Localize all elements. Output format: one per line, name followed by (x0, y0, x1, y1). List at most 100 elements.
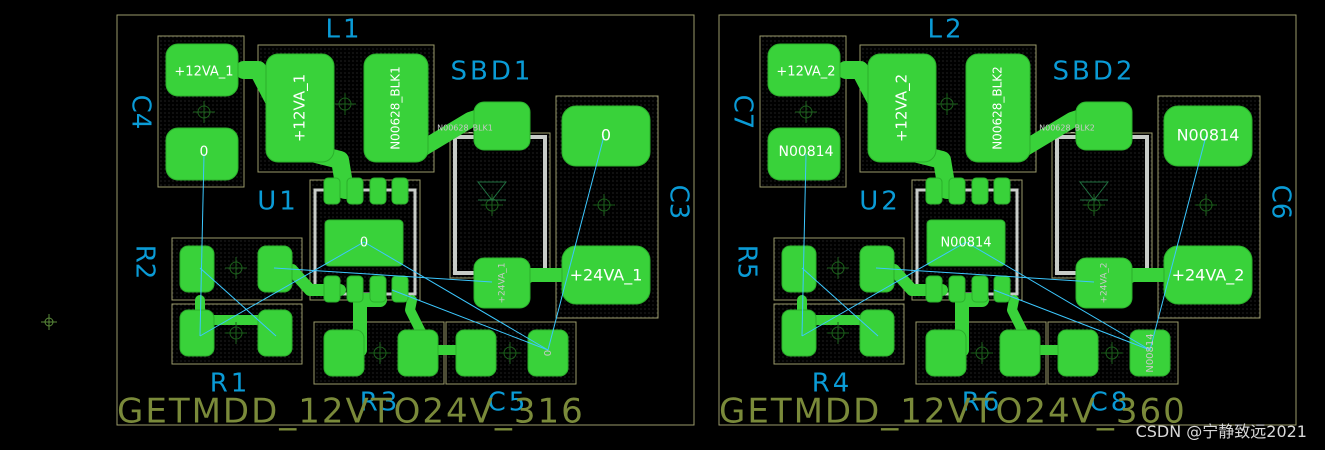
cap-right-center-cross (593, 194, 615, 216)
inductor-center-cross (334, 93, 356, 115)
ic-center-pad (926, 219, 1006, 267)
cap-bottom-cross (499, 342, 521, 364)
diode-center-cross (481, 194, 503, 216)
ic-pin-top-3 (971, 177, 989, 205)
res-bottom-pad-left (323, 329, 365, 377)
ic-pin-top-2 (346, 177, 364, 205)
res-lower-pad-right (859, 309, 895, 357)
diode-pad-top (473, 101, 531, 151)
ratsnest-r2-r1 (199, 267, 277, 337)
ratsnest-ic-c5 (363, 241, 549, 351)
ic-pin-bottom-2 (948, 275, 966, 303)
designator-inductor: L1 (325, 15, 362, 45)
ic-pin-bottom-4 (993, 275, 1011, 303)
designator-cap-bottom: C8 (1090, 388, 1131, 418)
net-label-diode-bottom: +24VA_1 (498, 263, 508, 304)
designator-cap-right: C6 (1266, 185, 1296, 220)
ic-pin-top-1 (323, 177, 341, 205)
cap-right-pad-top (1163, 105, 1253, 167)
ratsnest-c4-r1 (199, 153, 205, 337)
ratsnest-c4-r1 (801, 153, 807, 337)
designator-ic: U1 (257, 187, 299, 217)
diode-pad-bottom (473, 257, 531, 309)
designator-res-bottom: R6 (962, 388, 1003, 418)
res-lower-pad-right (257, 309, 293, 357)
cap-left-pad-bottom (165, 127, 239, 181)
designator-ic: U2 (859, 187, 901, 217)
designator-res-lower: R4 (812, 369, 853, 399)
ic-pin-top-1 (925, 177, 943, 205)
net-label-inductor-left: +12VA_2 (893, 74, 912, 142)
cap-right-pad-bottom (561, 245, 651, 305)
res-upper-cross (225, 257, 247, 279)
designator-inductor: L2 (927, 15, 964, 45)
inductor-pad-right (965, 53, 1031, 163)
watermark-text: CSDN @宁静致远2021 (1135, 422, 1307, 441)
res-lower-cross (827, 322, 849, 344)
diode-symbol (476, 181, 508, 201)
cap-right-pad-bottom (1163, 245, 1253, 305)
designator-diode: SBD1 (451, 57, 534, 87)
cap-left-pad-top (165, 43, 239, 97)
board-name-label: GETMDD_12VTO24V_316 (117, 392, 585, 432)
net-label-cap-left-top: +12VA_1 (174, 65, 233, 80)
inductor-pad-left (265, 53, 335, 163)
cap-bottom-cross (1101, 342, 1123, 364)
net-label-cap-left-top: +12VA_2 (776, 65, 835, 80)
ic-pin-bottom-4 (391, 275, 409, 303)
res-lower-pad-left (781, 309, 817, 357)
board-name-label: GETMDD_12VTO24V_360 (719, 392, 1187, 432)
designator-cap-left: C7 (728, 95, 758, 130)
ic-pin-top-2 (948, 177, 966, 205)
ic-pin-bottom-2 (346, 275, 364, 303)
ratsnest-r2-r1 (801, 267, 879, 337)
ratsnest-ic-c5b (993, 289, 1151, 351)
cap-bottom-pad-right (1129, 329, 1171, 377)
cap-left-center-cross (795, 101, 817, 123)
diode-symbol (1078, 181, 1110, 201)
ic-pin-bottom-3 (971, 275, 989, 303)
board-outline (116, 14, 695, 426)
inductor-center-cross (936, 93, 958, 115)
res-bottom-cross (971, 342, 993, 364)
net-label-diode-top: N00628_BLK1 (437, 124, 493, 133)
res-bottom-pad-right (397, 329, 439, 377)
cap-bottom-pad-left (1057, 329, 1099, 377)
diode-center-cross (1083, 194, 1105, 216)
net-label-inductor-right: N00628_BLK2 (991, 66, 1005, 150)
cap-left-pad-bottom (767, 127, 841, 181)
designator-res-lower: R1 (210, 369, 251, 399)
ic-pin-bottom-1 (925, 275, 943, 303)
ratsnest-r1-ic (199, 241, 365, 337)
cap-left-pad-top (767, 43, 841, 97)
cap-right-pad-top (561, 105, 651, 167)
inductor-pad-right (363, 53, 429, 163)
ratsnest-ic-c5b (391, 289, 549, 351)
net-label-ic-center: N00814 (940, 236, 991, 251)
res-upper-pad-left (179, 245, 215, 293)
net-label-cap-right-bottom: +24VA_1 (570, 266, 643, 286)
net-label-inductor-left: +12VA_1 (291, 74, 310, 142)
net-label-cap-right-bottom: +24VA_2 (1172, 266, 1245, 286)
designator-res-bottom: R3 (360, 388, 401, 418)
ratsnest-r1-ic (801, 241, 967, 337)
net-label-cap-bottom-right: N00814 (1145, 333, 1156, 372)
designator-cap-left: C4 (126, 95, 156, 130)
inductor-pad-left (867, 53, 937, 163)
ic-pin-bottom-1 (323, 275, 341, 303)
cap-right-center-cross (1195, 194, 1217, 216)
ratsnest-ic-c5 (965, 241, 1151, 351)
origin-marker (41, 314, 57, 330)
net-label-cap-left-bottom: 0 (200, 144, 209, 160)
net-label-diode-bottom: +24VA_2 (1100, 263, 1110, 304)
diode-pad-bottom (1075, 257, 1133, 309)
net-label-cap-left-bottom: N00814 (778, 144, 833, 160)
cap-bottom-pad-right (527, 329, 569, 377)
ratsnest-r2-diode (875, 267, 1095, 283)
ic-pin-bottom-3 (369, 275, 387, 303)
diode-pad-top (1075, 101, 1133, 151)
res-lower-pad-left (179, 309, 215, 357)
res-bottom-pad-left (925, 329, 967, 377)
designator-res-upper: R2 (130, 245, 160, 280)
